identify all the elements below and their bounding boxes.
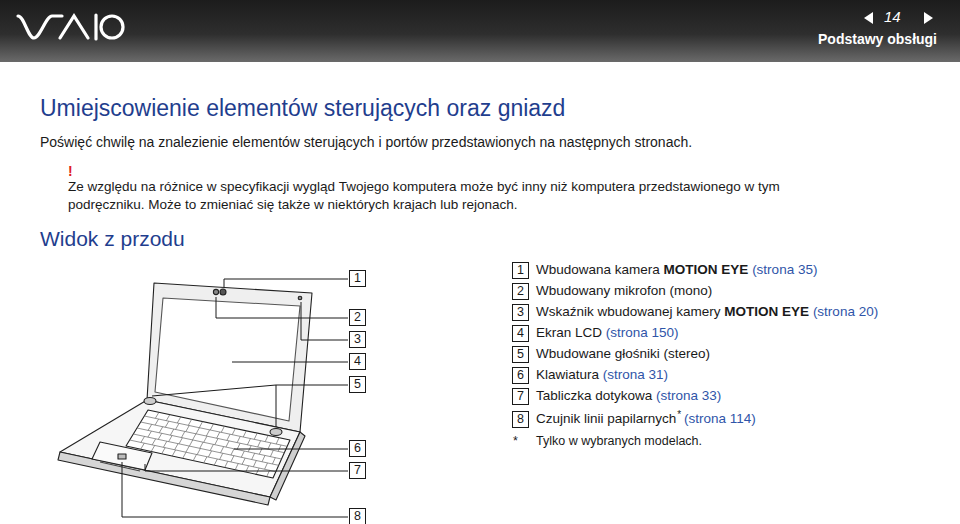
- callout-number: 7: [349, 462, 366, 479]
- leader-lines: [122, 279, 348, 517]
- note-text: Ze względu na różnice w specyfikacji wyg…: [68, 178, 843, 214]
- lcd-screen: [155, 298, 300, 421]
- footnote-mark: *: [513, 432, 518, 450]
- callout-number: 3: [512, 304, 529, 321]
- callout-number: 7: [514, 389, 527, 404]
- item-text: Wbudowany mikrofon (mono): [536, 282, 712, 300]
- callout-number: 4: [514, 326, 527, 341]
- page-reference: (strona 114): [684, 410, 756, 428]
- callout-number: 6: [351, 441, 364, 456]
- callout-number: 5: [512, 346, 529, 363]
- callout-number: 4: [512, 325, 529, 342]
- callout-number: 4: [351, 354, 364, 369]
- fingerprint-sensor: [118, 454, 126, 459]
- callout-number: 3: [351, 332, 364, 347]
- keys: [130, 412, 287, 476]
- footnote-text: Tylko w wybranych modelach.: [536, 432, 702, 450]
- page-reference: (strona 33): [656, 387, 721, 405]
- page-number: 14: [884, 8, 901, 26]
- callout-number: 7: [512, 388, 529, 405]
- camera: [220, 289, 226, 295]
- camera-indicator: [298, 296, 302, 300]
- page-title: Umiejscowienie elementów sterujących ora…: [40, 94, 565, 122]
- callout-number: 7: [351, 463, 364, 478]
- callout-number: 2: [514, 284, 527, 299]
- list-item: Tabliczka dotykowa(strona 33): [536, 387, 725, 405]
- item-text: Wbudowana kamera: [536, 261, 660, 279]
- callout-number: 6: [512, 367, 529, 384]
- footnote-mark: *: [677, 406, 681, 424]
- callout-number: 6: [349, 440, 366, 457]
- page-reference: (strona 20): [813, 303, 878, 321]
- callout-number: 4: [349, 353, 366, 370]
- item-text: Wskaźnik wbudowanej kamery: [536, 303, 721, 321]
- callout-number: 8: [349, 508, 366, 524]
- item-text: Klawiatura: [536, 366, 599, 384]
- list-item: Wbudowane głośniki (stereo): [536, 345, 714, 363]
- section-name: Podstawy obsługi: [818, 30, 937, 48]
- item-text: Tabliczka dotykowa: [536, 387, 652, 405]
- callout-number: 8: [514, 412, 527, 427]
- item-text: MOTION EYE: [664, 261, 749, 279]
- callout-number: 3: [349, 331, 366, 348]
- callout-number: 5: [349, 376, 366, 393]
- callout-number: 2: [512, 283, 529, 300]
- page-reference: (strona 35): [752, 261, 817, 279]
- warning-mark: !: [68, 162, 73, 180]
- callout-number: 6: [514, 368, 527, 383]
- list-item: Wbudowana kameraMOTION EYE(strona 35): [536, 261, 821, 279]
- touchpad-buttons: [100, 462, 140, 471]
- callout-number: 1: [349, 270, 366, 287]
- microphone: [213, 289, 218, 294]
- list-item: Wbudowany mikrofon (mono): [536, 282, 716, 300]
- callout-number: 8: [351, 509, 364, 524]
- item-text: Wbudowane głośniki (stereo): [536, 345, 710, 363]
- speaker: [144, 398, 156, 405]
- section-heading: Widok z przodu: [40, 226, 185, 252]
- list-item: Wskaźnik wbudowanej kameryMOTION EYE(str…: [536, 303, 882, 321]
- callout-number: 1: [514, 263, 527, 278]
- intro-text: Poświęć chwilę na znalezienie elementów …: [40, 133, 692, 151]
- list-item: Ekran LCD(strona 150): [536, 324, 682, 342]
- vaio-logo: [18, 15, 123, 39]
- callout-number: 2: [351, 310, 364, 325]
- page-reference: (strona 31): [603, 366, 668, 384]
- callout-number: 1: [512, 262, 529, 279]
- keyboard: [126, 410, 290, 478]
- speaker: [270, 429, 282, 436]
- callout-number: 5: [351, 377, 364, 392]
- callout-number: 3: [514, 305, 527, 320]
- callout-number: 5: [514, 347, 527, 362]
- header-bar: [0, 0, 960, 62]
- callout-number: 8: [512, 411, 529, 428]
- item-text: MOTION EYE: [724, 303, 809, 321]
- callout-number: 2: [349, 309, 366, 326]
- page-reference: (strona 150): [606, 324, 679, 342]
- callout-number: 1: [351, 271, 364, 286]
- list-item: Klawiatura(strona 31): [536, 366, 672, 384]
- item-text: Ekran LCD: [536, 324, 602, 342]
- list-item: Czujnik linii papilarnych*(strona 114): [536, 410, 760, 429]
- laptop: [58, 283, 312, 505]
- item-text: Czujnik linii papilarnych: [536, 410, 676, 428]
